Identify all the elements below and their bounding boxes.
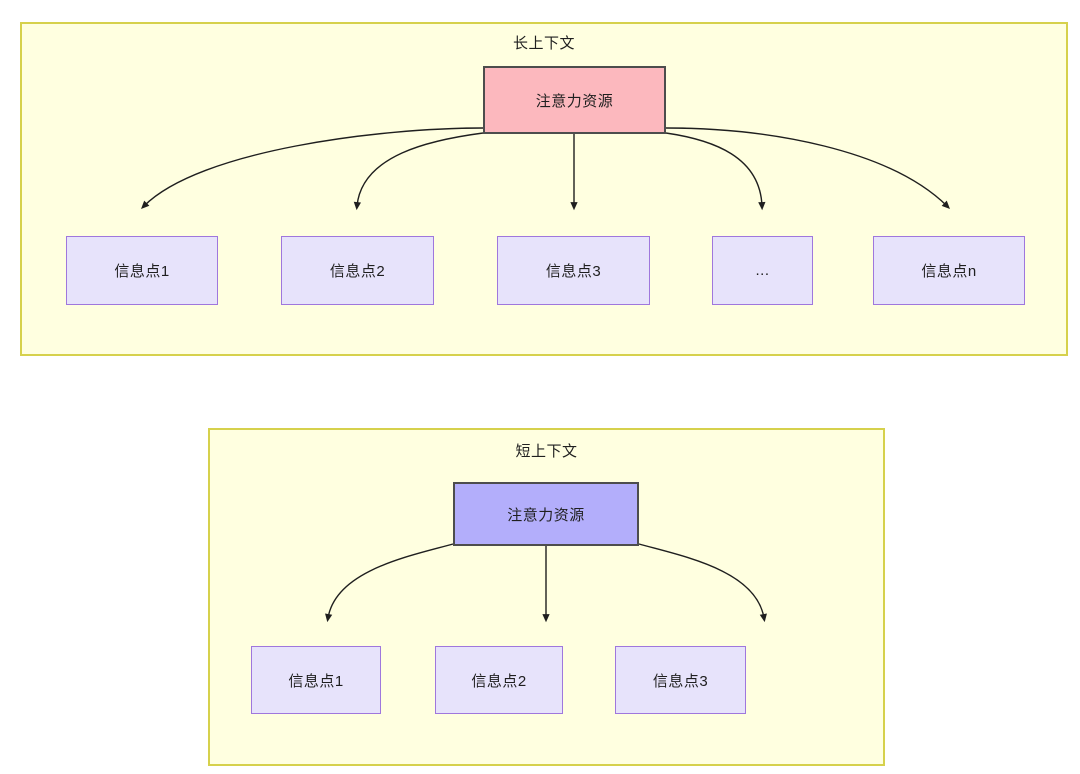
long-info-point-3-node[interactable]: 信息点3 [497,236,650,305]
long-attention-resource-label: 注意力资源 [535,92,614,110]
short-context-group: 短上下文 [208,428,885,766]
long-info-point-ellipsis-node[interactable]: ... [712,236,813,305]
long-info-point-3-label: 信息点3 [545,263,602,280]
short-info-point-1-node[interactable]: 信息点1 [251,646,381,714]
long-info-point-1-node[interactable]: 信息点1 [66,236,218,305]
short-info-point-3-node[interactable]: 信息点3 [615,646,746,714]
short-info-point-3-label: 信息点3 [652,672,709,690]
long-attention-resource-node[interactable]: 注意力资源 [483,66,666,134]
long-info-point-1-label: 信息点1 [114,263,170,280]
short-context-title: 短上下文 [515,443,578,460]
short-info-point-2-label: 信息点2 [471,672,527,690]
short-info-point-2-node[interactable]: 信息点2 [435,646,563,714]
short-attention-resource-label: 注意力资源 [507,506,585,524]
long-context-title: 长上下文 [512,35,575,52]
long-info-point-ellipsis-label: ... [755,262,770,279]
short-attention-resource-node[interactable]: 注意力资源 [453,482,639,546]
long-info-point-2-label: 信息点2 [329,263,386,280]
long-info-point-2-node[interactable]: 信息点2 [281,236,434,305]
long-info-point-n-node[interactable]: 信息点n [873,236,1025,305]
long-info-point-n-label: 信息点n [921,263,977,280]
short-info-point-1-label: 信息点1 [288,672,344,690]
